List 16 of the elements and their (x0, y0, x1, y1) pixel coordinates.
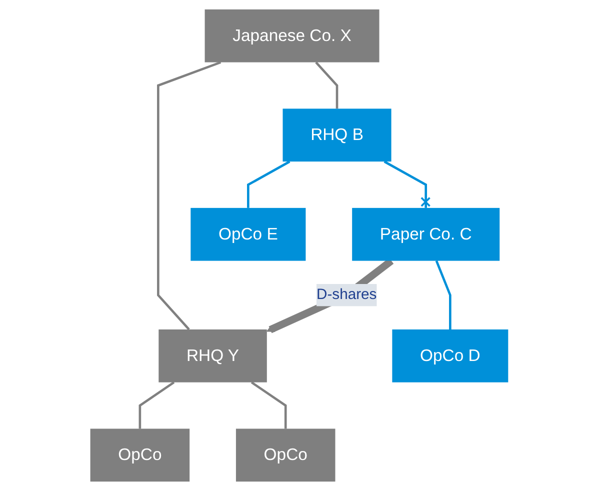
node-box: OpCo (236, 428, 336, 482)
node-box: OpCo (90, 428, 190, 482)
connector (384, 160, 431, 208)
node-box: Japanese Co. X (205, 9, 380, 62)
edge-label: D-shares (316, 286, 377, 303)
node-box: OpCo E (190, 208, 306, 261)
connector (315, 62, 338, 109)
connector (157, 61, 222, 330)
connector (436, 260, 452, 330)
connector (139, 381, 175, 429)
connector (251, 381, 288, 429)
node-box: RHQ Y (158, 329, 268, 382)
node-box: Paper Co. C (352, 208, 500, 261)
connector (247, 160, 291, 208)
node-box: OpCo D (392, 329, 508, 382)
node-box: RHQ B (283, 108, 392, 162)
